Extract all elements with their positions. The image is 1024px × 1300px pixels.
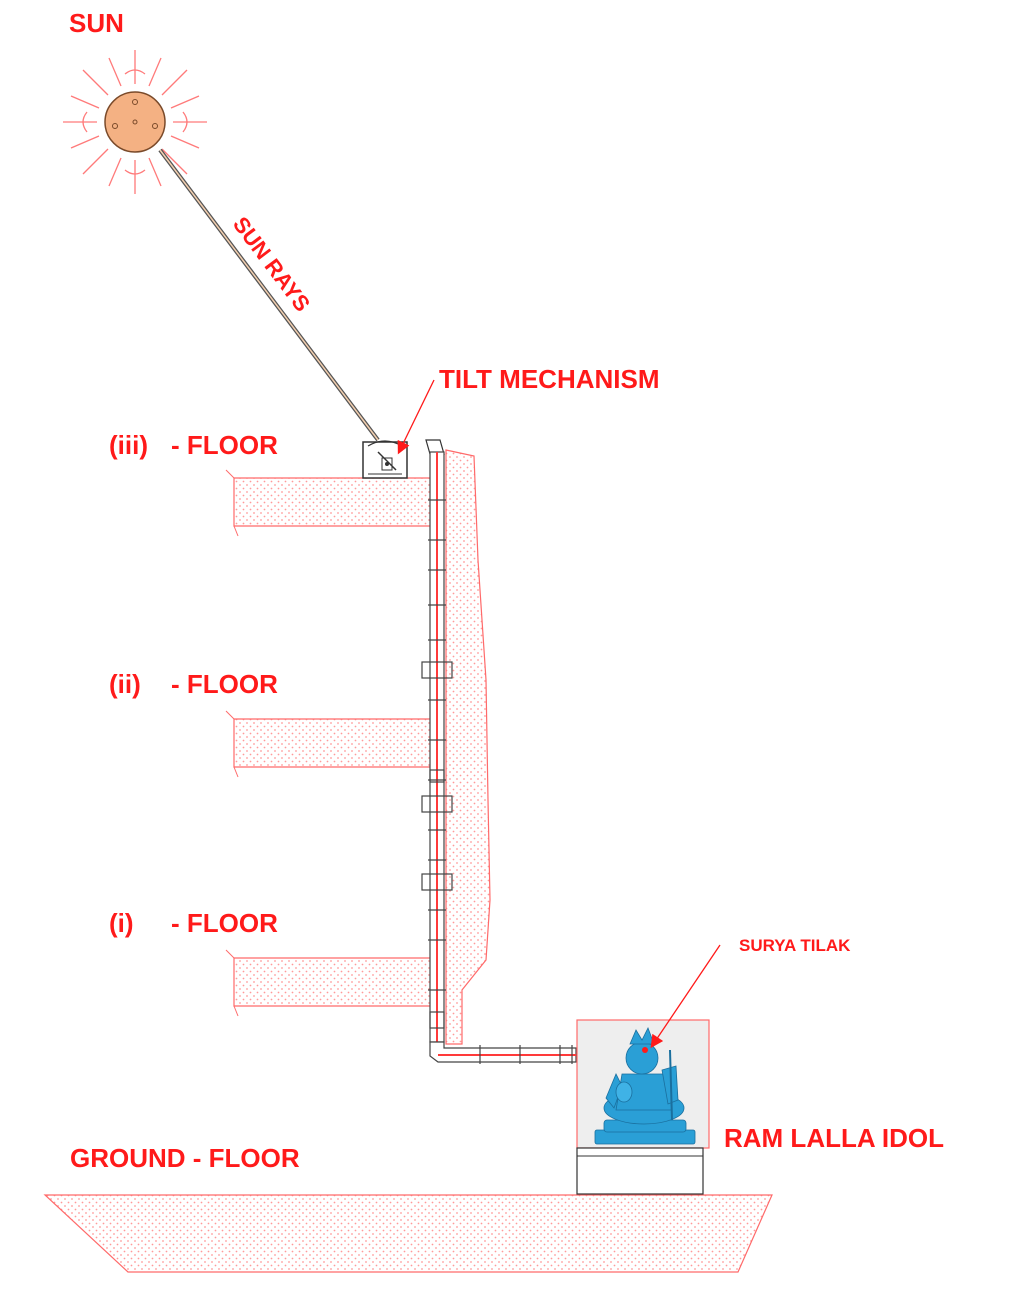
surya-tilak-mark (642, 1047, 648, 1053)
floor-iii-label: - FLOOR (171, 430, 278, 460)
ground-floor-label: GROUND - FLOOR (70, 1143, 300, 1173)
ground-slab (43, 1194, 773, 1273)
idol-statue-icon (594, 1027, 696, 1145)
floor-ii-label: - FLOOR (171, 669, 278, 699)
wall-column (445, 449, 491, 1045)
ram-lalla-idol-label: RAM LALLA IDOL (724, 1123, 944, 1153)
sun-icon (63, 50, 207, 194)
sun-ray-beam (158, 148, 380, 442)
tilt-mechanism-leader (397, 379, 435, 455)
light-pipe-horizontal (429, 1041, 577, 1064)
sun-label: SUN (69, 8, 124, 38)
floor-iii-number: (iii) (109, 430, 148, 460)
surya-tilak-leader (650, 944, 721, 1049)
tilt-mechanism-label: TILT MECHANISM (439, 364, 660, 394)
floor-i-number: (i) (109, 908, 134, 938)
floor-i-label: - FLOOR (171, 908, 278, 938)
surya-tilak-label: SURYA TILAK (739, 936, 851, 955)
floor-ii-number: (ii) (109, 669, 141, 699)
slab-floor-i (233, 957, 433, 1007)
slab-floor-iii (233, 477, 433, 527)
slab-floor-ii (233, 718, 433, 768)
